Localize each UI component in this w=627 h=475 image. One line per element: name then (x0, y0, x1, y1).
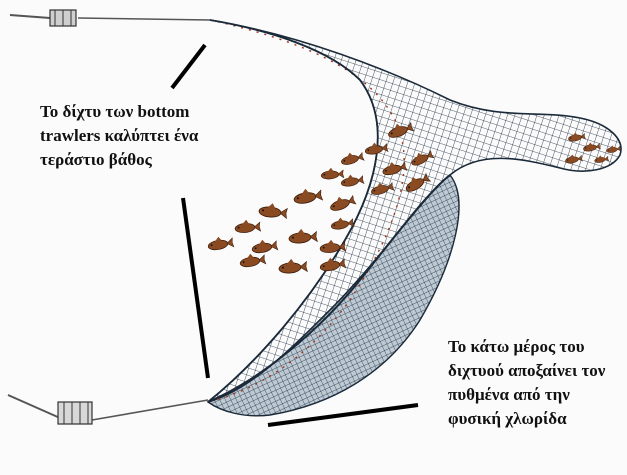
top-tow-rope (9, 14, 51, 19)
annotation-bottom-line-3: πυθμένα από την (448, 385, 570, 404)
bottom-bridle (91, 399, 209, 421)
trawl-door-top (49, 9, 77, 27)
trawl-door-bottom (57, 401, 93, 425)
fish-icon (565, 154, 583, 164)
fish-icon (583, 142, 601, 152)
fish-icon (411, 149, 435, 166)
headline-float-rope (207, 19, 405, 403)
fish-icon (293, 188, 324, 204)
fish-icon (319, 239, 347, 253)
annotation-top-line-1: Το δίχτυ των bottom (40, 102, 190, 121)
fish-icon (330, 217, 355, 230)
fish-icon (330, 194, 357, 211)
annotation-top-line-3: τεράστιο βάθος (40, 150, 152, 169)
fish-icon (388, 121, 415, 138)
groundrope (207, 174, 451, 403)
top-bridle (77, 17, 211, 21)
fish-icon (234, 219, 262, 233)
fish-icon (364, 142, 389, 155)
annotation-bottom-line-1: Το κάτω μέρος του (448, 337, 585, 356)
fish-icon (405, 172, 432, 192)
pointer-bottom (267, 403, 419, 427)
fish-school (207, 121, 622, 274)
fish-icon (341, 151, 365, 165)
fish-icon (288, 228, 318, 244)
fish-icon (251, 239, 279, 254)
annotation-top: Το δίχτυ των bottom trawlers καλύπτει έν… (40, 100, 198, 172)
fish-icon (319, 257, 347, 272)
fish-icon (207, 236, 235, 251)
fish-icon (320, 167, 345, 180)
fish-icon (606, 145, 622, 153)
annotation-bottom-line-2: διχτυού αποξαίνει τον (448, 361, 606, 380)
fish-icon (371, 181, 395, 195)
fish-icon (594, 155, 610, 163)
fish-icon (239, 253, 267, 268)
fish-icon (340, 174, 365, 187)
bottom-tow-rope (7, 394, 61, 419)
fish-icon (278, 258, 308, 274)
fish-icon (382, 161, 408, 176)
annotation-bottom: Το κάτω μέρος του διχτυού αποξαίνει τον … (448, 335, 605, 431)
trawl-net (206, 19, 622, 417)
fish-icon (568, 132, 586, 142)
annotation-top-line-2: trawlers καλύπτει ένα (40, 126, 199, 145)
pointer-top-upper (170, 43, 207, 90)
tow-ropes (7, 14, 211, 421)
net-mouth-edge (207, 19, 379, 403)
fish-icon (258, 203, 288, 220)
annotation-bottom-line-4: φυσική χλωρίδα (448, 409, 567, 428)
annotation-pointers (170, 43, 419, 427)
pointer-top-lower (181, 197, 210, 379)
